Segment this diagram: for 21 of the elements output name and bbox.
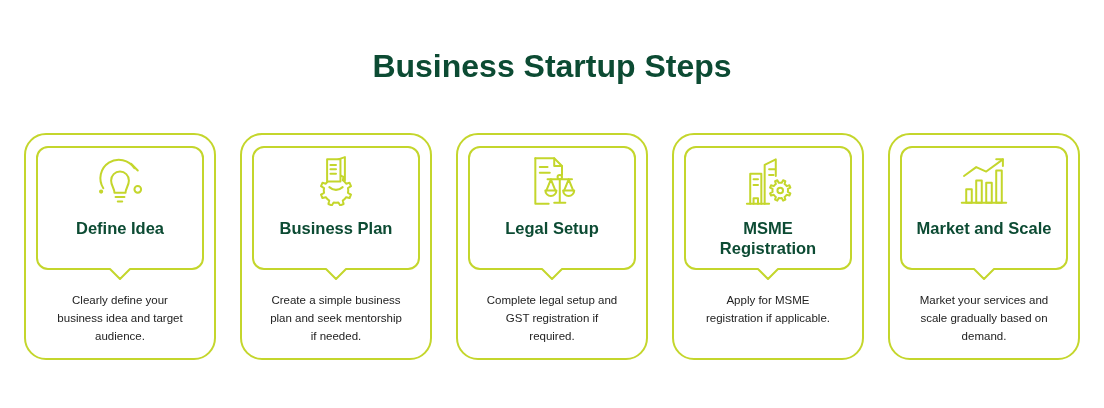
speech-bubble-box: [468, 146, 636, 280]
step-description: Create a simple business plan and seek mentorship if needed.: [270, 294, 402, 342]
step-title: Define Idea: [76, 219, 164, 237]
step-description: Complete legal setup and GST registration if required.: [486, 294, 618, 342]
step-title: Legal Setup: [505, 219, 599, 237]
diagram-title: Business Startup Steps: [372, 47, 732, 86]
step-title: Business Plan: [279, 219, 393, 237]
speech-bubble-box: [36, 146, 204, 280]
speech-bubble-box: [900, 146, 1068, 280]
step-card: [24, 133, 216, 360]
step-card: [672, 133, 864, 360]
step-description: Clearly define your business idea and target audience.: [57, 294, 183, 342]
speech-bubble-box: [684, 146, 852, 280]
step-title: Market and Scale: [916, 219, 1052, 237]
step-description: Apply for MSME registration if applicable.: [706, 294, 830, 324]
step-description: Market your services and scale gradually based on demand.: [919, 294, 1049, 342]
speech-bubble-box: [252, 146, 420, 280]
step-title: MSME Registration: [719, 219, 817, 257]
step-card: [456, 133, 648, 360]
step-card: [888, 133, 1080, 360]
step-card: [240, 133, 432, 360]
